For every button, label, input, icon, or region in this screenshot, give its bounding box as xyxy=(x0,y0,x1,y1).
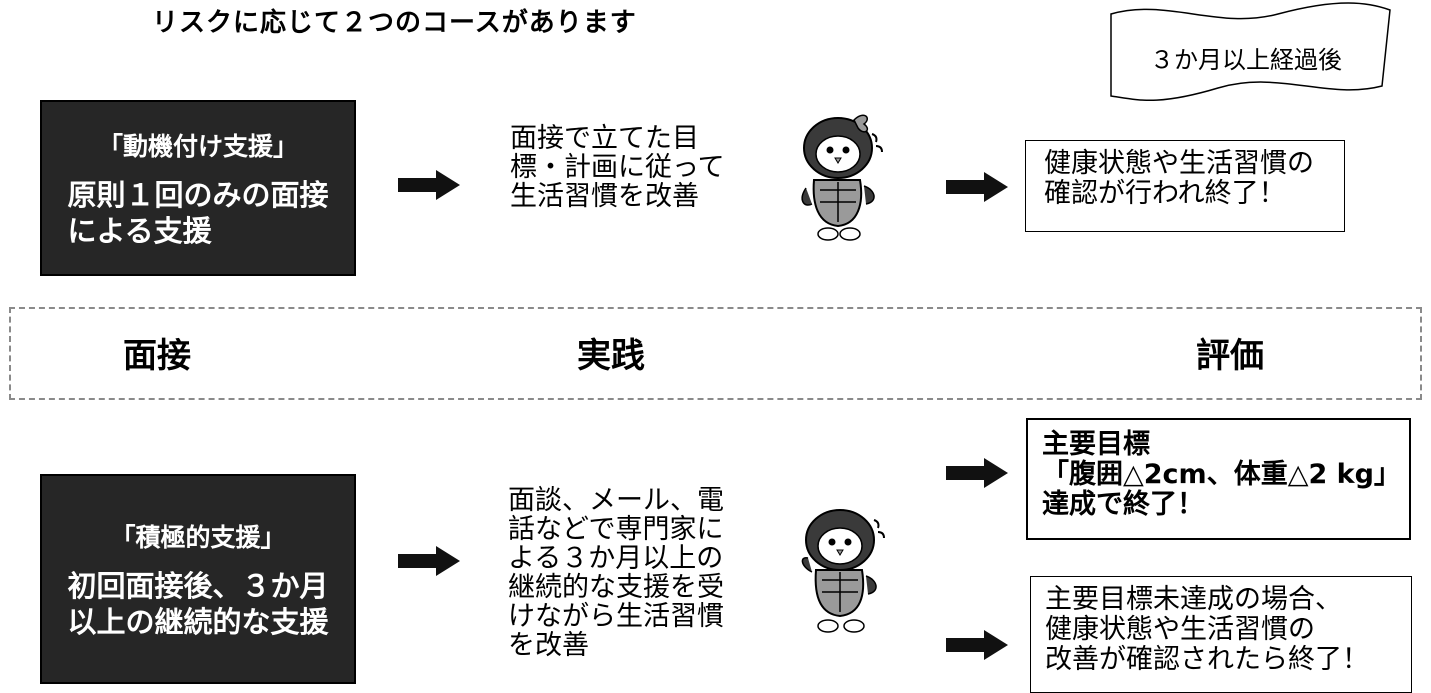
course-active-box: 「積極的支援」 初回面接後、３か月 以上の継続的な支援 xyxy=(40,474,356,684)
arrow-right-icon xyxy=(398,546,460,576)
course-active-result-not-achieved: 主要目標未達成の場合、 健康状態や生活習慣の 改善が確認されたら終了！ xyxy=(1030,576,1412,693)
course-active-practice: 面談、メール、電 話などで専門家に よる３か月以上の 継続的な支援を受 けながら… xyxy=(508,485,724,661)
phase-evaluation: 評価 xyxy=(1196,336,1264,376)
course-motivation-title: 「動機付け支援」 xyxy=(97,132,298,161)
course-active-body: 初回面接後、３か月 以上の継続的な支援 xyxy=(67,569,329,639)
arrow-right-icon xyxy=(946,630,1008,660)
course-motivation-practice: 面接で立てた目 標・計画に従って 生活習慣を改善 xyxy=(510,123,725,212)
course-motivation-body: 原則１回のみの面接 による支援 xyxy=(67,178,329,248)
penguin-mascot-icon xyxy=(801,509,885,633)
penguin-mascot-icon xyxy=(801,114,883,241)
banner-text: ３か月以上経過後 xyxy=(1150,46,1342,74)
phase-practice: 実践 xyxy=(577,336,645,376)
course-active-result-achieved: 主要目標 「腹囲△2cm、体重△2 kg」 達成で終了！ xyxy=(1026,418,1411,540)
banner-flag xyxy=(1110,2,1391,102)
phase-interview: 面接 xyxy=(123,336,191,376)
arrow-right-icon xyxy=(946,172,1008,202)
course-active-title: 「積極的支援」 xyxy=(110,523,286,552)
course-motivation-result: 健康状態や生活習慣の 確認が行われ終了！ xyxy=(1025,140,1345,232)
course-motivation-box: 「動機付け支援」 原則１回のみの面接 による支援 xyxy=(40,100,356,276)
arrow-right-icon xyxy=(398,170,460,200)
page-title: リスクに応じて２つのコースがあります xyxy=(152,8,637,38)
phase-band xyxy=(9,307,1422,400)
arrow-right-icon xyxy=(946,458,1008,488)
